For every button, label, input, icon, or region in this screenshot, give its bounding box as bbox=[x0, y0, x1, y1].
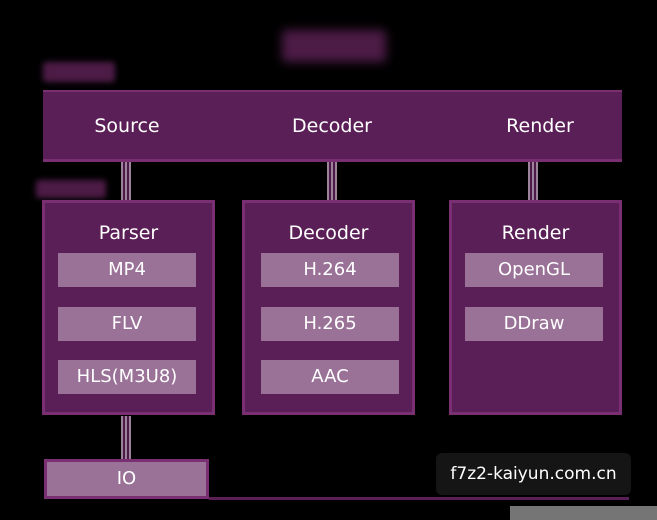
connector-render bbox=[528, 162, 538, 200]
connector-source-parser bbox=[121, 162, 131, 200]
item-opengl: OpenGL bbox=[465, 253, 603, 287]
bar-label-source: Source bbox=[94, 115, 160, 137]
bar-label-render: Render bbox=[506, 115, 574, 137]
item-aac: AAC bbox=[261, 360, 399, 394]
module-layer-label-blurred bbox=[36, 180, 106, 198]
item-mp4: MP4 bbox=[58, 253, 196, 287]
top-layer-label-blurred bbox=[43, 62, 115, 82]
item-h265: H.265 bbox=[261, 307, 399, 341]
io-box: IO bbox=[44, 459, 209, 499]
bottom-gray-stub bbox=[510, 506, 657, 520]
item-ddraw: DDraw bbox=[465, 307, 603, 341]
module-title-parser: Parser bbox=[98, 222, 159, 244]
item-h264: H.264 bbox=[261, 253, 399, 287]
bar-label-decoder: Decoder bbox=[292, 115, 372, 137]
connector-decoder bbox=[327, 162, 337, 200]
module-title-render: Render bbox=[501, 222, 570, 244]
diagram-title-blurred bbox=[282, 30, 386, 62]
item-hls: HLS(M3U8) bbox=[58, 360, 196, 394]
item-flv: FLV bbox=[58, 307, 196, 341]
io-line bbox=[209, 497, 629, 500]
watermark: f7z2-kaiyun.com.cn bbox=[436, 453, 631, 495]
connector-parser-io bbox=[121, 416, 131, 460]
pipeline-bar bbox=[43, 90, 622, 162]
module-title-decoder: Decoder bbox=[288, 222, 369, 244]
